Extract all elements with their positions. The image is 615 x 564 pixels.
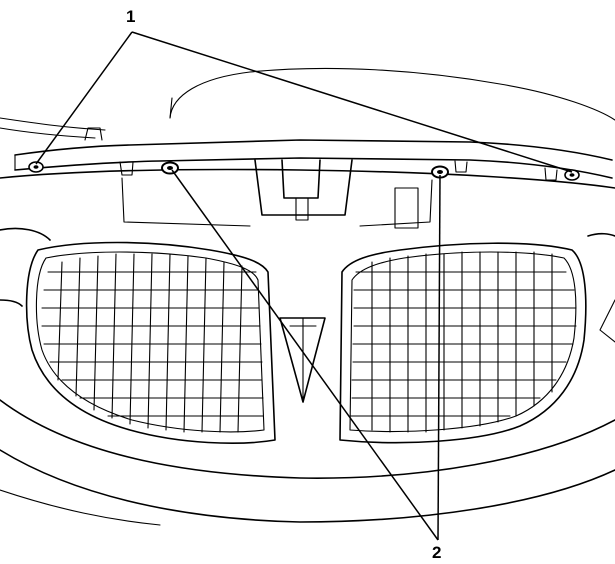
leader-2-left — [171, 169, 439, 541]
hood-outline — [0, 67, 615, 139]
bumper-fascia — [0, 168, 615, 526]
left-grille-mesh — [41, 253, 264, 433]
center-latch — [121, 159, 433, 229]
outer-fastener-left — [28, 161, 44, 173]
inner-fastener-left — [161, 161, 179, 175]
leader-1-left — [35, 31, 133, 165]
callout-2: 2 — [432, 543, 441, 562]
emblem — [279, 317, 326, 403]
left-grille — [25, 241, 276, 444]
callout-1: 1 — [126, 7, 135, 26]
right-grille-mesh — [350, 251, 577, 433]
leader-1-right — [131, 31, 573, 173]
outer-fastener-right — [564, 169, 580, 181]
fastener-holes — [28, 161, 580, 181]
leader-lines — [35, 31, 573, 541]
right-grille — [339, 242, 587, 444]
leader-2-right — [437, 174, 441, 541]
radiator-support-bar — [14, 127, 613, 181]
